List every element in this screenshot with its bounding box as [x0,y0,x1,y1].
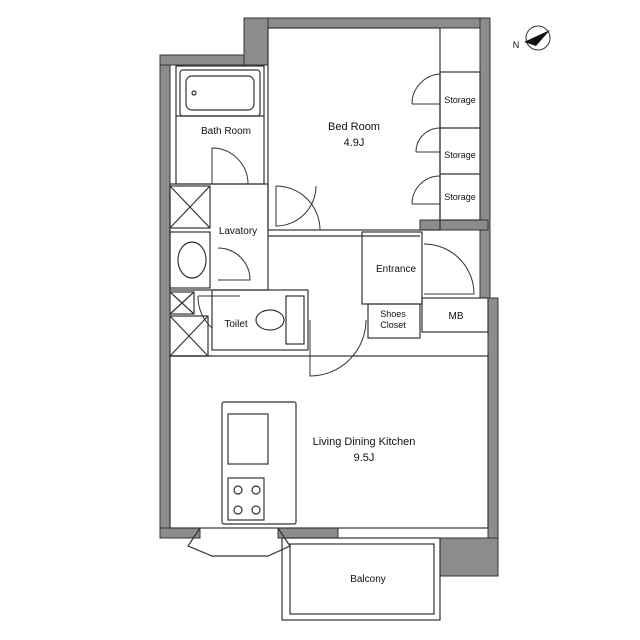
storage-label-1: Storage [444,95,476,105]
bed-room-label: Bed Room [328,121,380,133]
storage-label-2: Storage [444,150,476,160]
ldk-size: 9.5J [354,452,375,464]
balcony-label: Balcony [350,574,386,585]
interior-lines [169,27,489,621]
entrance-label: Entrance [376,264,416,275]
toilet-label: Toilet [224,319,248,330]
bed-room-size: 4.9J [344,137,365,149]
compass-label: N [513,40,520,50]
shoes-closet-label-line1: Shoes [380,309,406,319]
shoes-closet-label-line2: Closet [380,320,406,330]
doors [197,73,475,377]
bath-room-label: Bath Room [201,126,251,137]
storage-label-3: Storage [444,192,476,202]
mb-label: MB [449,311,464,322]
ldk-label: Living Dining Kitchen [313,436,416,448]
walls [159,17,499,577]
lavatory-label: Lavatory [219,226,257,237]
north-arrow-icon: N [513,25,551,51]
